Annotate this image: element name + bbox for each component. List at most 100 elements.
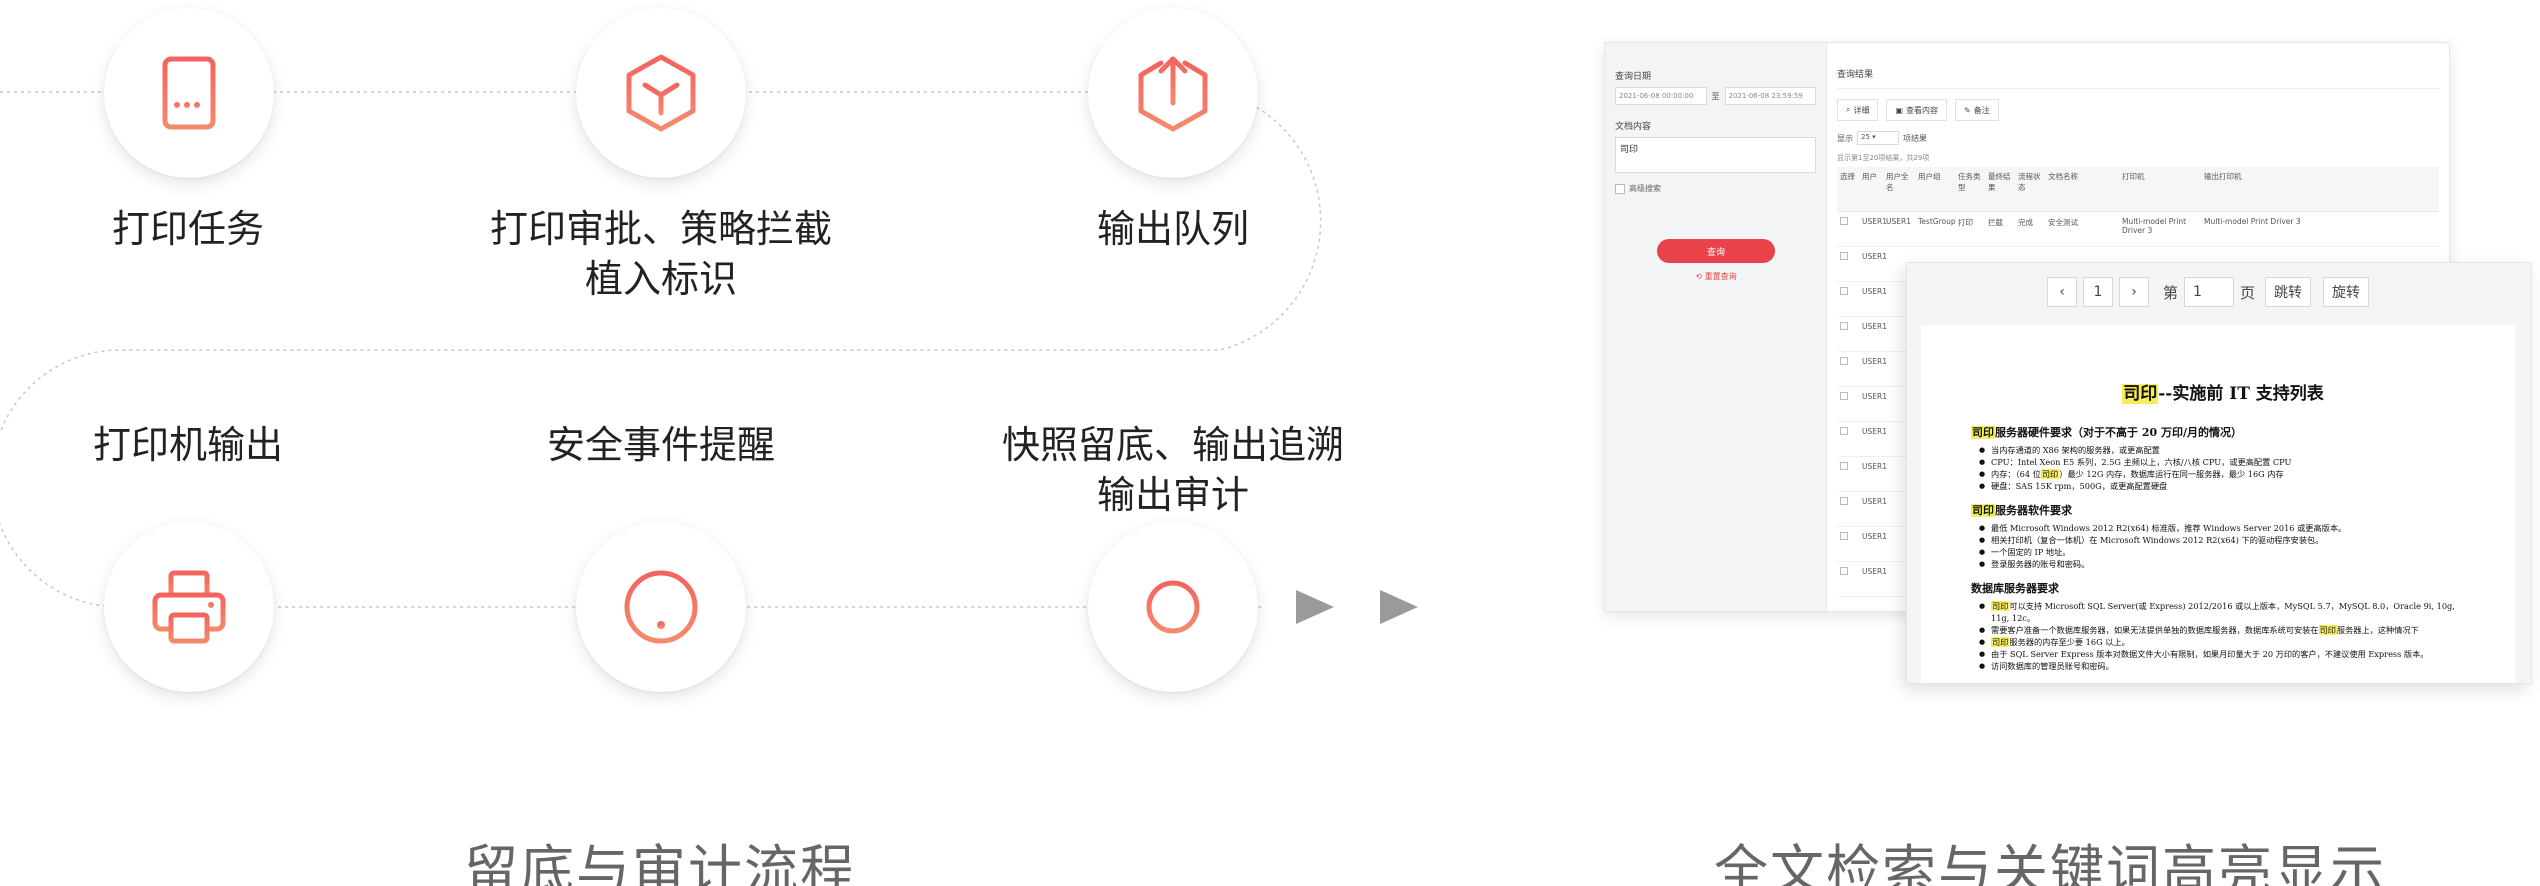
node-print-task	[104, 8, 274, 178]
node-snapshot-audit	[1088, 522, 1258, 692]
list-item: 需要客户准备一个数据库服务器，如果无法提供单独的数据库服务器，数据库系统可安装在…	[1979, 624, 2475, 636]
rotate-button[interactable]: 旋转	[2323, 277, 2370, 307]
cube-icon	[626, 54, 696, 132]
row-checkbox[interactable]	[1840, 496, 1848, 505]
view-content-button[interactable]: ▣ 查看内容	[1886, 99, 1948, 121]
list-item: 访问数据库的管理员账号和密码。	[1979, 660, 2475, 672]
table-header-row: 选择 用户 用户全名 用户组 任务类型 最终结果 流程状态 文档名称 打印机 输…	[1837, 167, 2439, 212]
document-page: 司印--实施前 IT 支持列表 司印服务器硬件要求（对于不高于 20 万印/月的…	[1921, 325, 2515, 683]
col-header[interactable]: 用户	[1859, 167, 1883, 212]
advanced-search-toggle[interactable]: 高级搜索	[1615, 183, 1816, 194]
results-toolbar: ⌕ 详细 ▣ 查看内容 ✎ 备注	[1837, 99, 2439, 121]
doc-section-heading: 数据库服务器要求	[1971, 582, 2059, 595]
flow-arrow-icon	[1380, 590, 1418, 624]
node-label-printer-output: 打印机输出	[92, 423, 283, 467]
list-item: 一个固定的 IP 地址。	[1979, 546, 2475, 558]
doc-title: 司印--实施前 IT 支持列表	[2122, 384, 2324, 404]
search-icon: ⌕	[1846, 105, 1851, 114]
list-item: 相关打印机（复合一体机）在 Microsoft Windows 2012 R2(…	[1979, 534, 2475, 546]
filter-panel: 查询日期 2021-06-08 00:00:00 至 2021-06-08 23…	[1605, 43, 1827, 611]
row-checkbox[interactable]	[1840, 426, 1848, 435]
col-header[interactable]: 打印机	[2119, 167, 2201, 212]
list-item: CPU：Intel Xeon E5 系列，2.5G 主频以上，六核/八核 CPU…	[1979, 456, 2475, 468]
date-to-input[interactable]: 2021-06-08 23:59:59	[1724, 87, 1816, 105]
list-item: 内存：（64 位司印）最少 12G 内存，数据库运行在同一服务器，最少 16G …	[1979, 468, 2475, 480]
list-item: 当内存通道的 X86 架构的服务器，或更高配置	[1979, 444, 2475, 456]
preview-toolbar: ‹ 1 › 第 1 页 跳转 旋转	[2047, 277, 2370, 307]
prev-page-button[interactable]: ‹	[2047, 277, 2077, 307]
list-item: 最低 Microsoft Windows 2012 R2(x64) 标准版，推荐…	[1979, 522, 2475, 534]
query-button[interactable]: 查询	[1657, 239, 1775, 263]
row-checkbox[interactable]	[1840, 356, 1848, 365]
row-checkbox[interactable]	[1840, 286, 1848, 295]
col-header[interactable]: 文档名称	[2045, 167, 2119, 212]
checkbox-icon[interactable]	[1615, 183, 1625, 194]
chevron-left-icon: ‹	[2059, 284, 2065, 300]
col-header[interactable]: 输出打印机	[2201, 167, 2439, 212]
keyword-highlight: 司印	[1991, 637, 2010, 647]
crosshair-icon	[1132, 566, 1214, 648]
content-label: 文档内容	[1615, 122, 1652, 132]
search-caption: 全文检索与关键词高亮显示	[1714, 839, 2386, 886]
goto-prefix: 第	[2163, 283, 2179, 302]
goto-suffix: 页	[2240, 283, 2256, 302]
goto-page-input[interactable]: 1	[2184, 277, 2235, 307]
col-header[interactable]: 选择	[1837, 167, 1859, 212]
row-checkbox[interactable]	[1840, 321, 1848, 330]
jump-button[interactable]: 跳转	[2265, 277, 2312, 307]
row-checkbox[interactable]	[1840, 251, 1848, 260]
detail-button[interactable]: ⌕ 详细	[1837, 99, 1879, 121]
advanced-search-label: 高级搜索	[1629, 184, 1661, 193]
keyword-highlight: 司印	[2040, 469, 2060, 479]
doc-sections: 司印服务器硬件要求（对于不高于 20 万印/月的情况）当内存通道的 X86 架构…	[1971, 424, 2475, 672]
keyword-highlight: 司印	[2122, 384, 2159, 404]
current-page: 1	[2083, 277, 2113, 307]
next-page-button[interactable]: ›	[2119, 277, 2149, 307]
results-title: 查询结果	[1837, 67, 2439, 89]
keyword-highlight: 司印	[1991, 601, 2010, 611]
reset-link[interactable]: ⟲ 重置查询	[1695, 272, 1737, 281]
doc-bullet-list: 最低 Microsoft Windows 2012 R2(x64) 标准版，推荐…	[1979, 522, 2475, 570]
doc-section-heading: 司印服务器软件要求	[1971, 504, 2072, 517]
flow-caption: 留底与审计流程	[464, 839, 856, 886]
col-header[interactable]: 最终结果	[1985, 167, 2015, 212]
col-header[interactable]: 任务类型	[1955, 167, 1985, 212]
flow-arrow-icon	[1296, 590, 1334, 624]
row-checkbox[interactable]	[1840, 391, 1848, 400]
flow-connector-lines	[0, 91, 1418, 624]
node-security-alert	[576, 522, 746, 692]
keyword-highlight: 司印	[1971, 504, 1995, 517]
list-item: 由于 SQL Server Express 版本对数据文件大小有限制，如果月印量…	[1979, 648, 2475, 660]
doc-bullet-list: 司印可以支持 Microsoft SQL Server(或 Express) 2…	[1979, 600, 2475, 672]
printer-icon	[152, 570, 226, 644]
row-checkbox[interactable]	[1840, 531, 1848, 540]
date-separator: 至	[1711, 91, 1720, 101]
audit-flow-diagram: 打印任务 打印审批、策略拦截 植入标识 输出队列 打印机输出	[0, 8, 1418, 886]
table-row[interactable]: USER1 USER1 TestGroup 打印 拦截 完成 安全测试 Mult…	[1837, 211, 2439, 247]
row-checkbox[interactable]	[1840, 216, 1848, 225]
list-item: 司印服务器的内存至少要 16G 以上。	[1979, 636, 2475, 648]
node-print-approval	[576, 8, 746, 178]
row-checkbox[interactable]	[1840, 461, 1848, 470]
date-label: 查询日期	[1615, 72, 1652, 82]
content-input[interactable]: 司印	[1615, 137, 1816, 173]
page-size-control: 显示 25 ▾ 项结果	[1837, 131, 2439, 145]
col-header[interactable]: 流程状态	[2015, 167, 2045, 212]
upload-box-icon	[1138, 56, 1208, 132]
node-label-output-queue: 输出队列	[1096, 207, 1249, 251]
node-label-snapshot-audit: 快照留底、输出追溯 输出审计	[1001, 423, 1344, 517]
col-header[interactable]: 用户组	[1915, 167, 1955, 212]
node-label-print-task: 打印任务	[111, 207, 264, 251]
page-size-select[interactable]: 25 ▾	[1857, 131, 1899, 145]
document-preview-window: ‹ 1 › 第 1 页 跳转 旋转 司印--实施前 IT 支持列表 司印服务器硬…	[1906, 262, 2532, 684]
row-checkbox[interactable]	[1840, 566, 1848, 575]
note-button[interactable]: ✎ 备注	[1955, 99, 1999, 121]
keyword-highlight: 司印	[1971, 426, 1995, 439]
edit-icon: ✎	[1964, 105, 1971, 115]
list-item: 硬盘：SAS 15K rpm，500G，或更高配置硬盘	[1979, 480, 2475, 492]
node-printer-output	[104, 522, 274, 692]
document-icon	[162, 56, 216, 130]
date-from-input[interactable]: 2021-06-08 00:00:00	[1615, 87, 1707, 105]
col-header[interactable]: 用户全名	[1883, 167, 1915, 212]
